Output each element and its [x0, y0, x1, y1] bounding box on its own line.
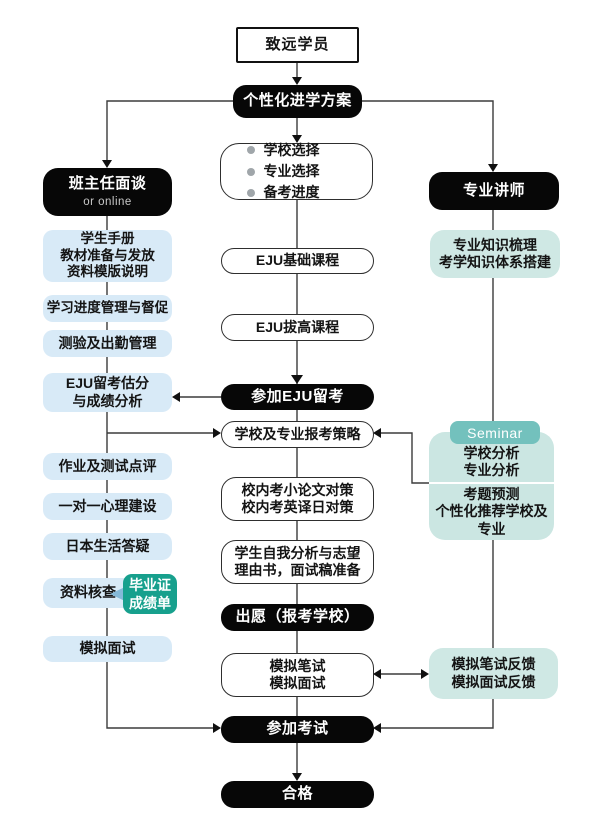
node-student-handbook: 学生手册 教材准备与发放 资料模版说明: [43, 230, 172, 282]
node-take-eju-exam: 参加EJU留考: [221, 384, 374, 410]
node-take-school-exam: 参加考试: [221, 716, 374, 743]
node-goals: 学校选择 专业选择 备考进度: [220, 141, 373, 201]
node-eju-advanced-course: EJU拔高课程: [221, 314, 374, 341]
node-homework-review: 作业及测试点评: [43, 453, 172, 480]
node-seminar-group: 学校分析 专业分析 考题预测 个性化推荐学校及 专业: [429, 432, 554, 540]
node-mock-feedback: 模拟笔试反馈 模拟面试反馈: [429, 648, 558, 699]
seminar-divider: [429, 482, 554, 484]
bullet-icon: [246, 188, 255, 197]
bullet-icon: [246, 146, 255, 155]
node-personal-plan: 个性化进学方案: [233, 85, 362, 118]
node-mock-interview: 模拟面试: [43, 636, 172, 662]
head-teacher-sublabel: or online: [83, 195, 132, 208]
node-test-attendance: 测验及出勤管理: [43, 330, 172, 357]
node-diploma-transcript-callout: 毕业证 成绩单: [123, 574, 177, 614]
node-school-exam-prep: 校内考小论文对策 校内考英译日对策: [221, 477, 374, 521]
node-japan-life-qa: 日本生活答疑: [43, 533, 172, 560]
seminar-tab: Seminar: [450, 421, 540, 444]
node-start: 致远学员: [236, 27, 359, 63]
node-eju-basic-course: EJU基础课程: [221, 248, 374, 274]
goal-label: 备考进度: [263, 184, 320, 201]
callout-pointer: [110, 587, 125, 601]
node-self-analysis-prep: 学生自我分析与志望 理由书，面试稿准备: [221, 540, 374, 584]
head-teacher-label: 班主任面谈: [68, 175, 147, 193]
node-lecturer-header: 专业讲师: [429, 172, 559, 210]
bullet-icon: [246, 167, 255, 176]
goal-school-choice: 学校选择: [246, 141, 347, 159]
goal-label: 学校选择: [263, 141, 320, 158]
goal-label: 专业选择: [263, 162, 320, 179]
node-application-strategy: 学校及专业报考策略: [221, 421, 374, 448]
node-knowledge-building: 专业知识梳理 考学知识体系搭建: [430, 230, 560, 278]
seminar-school-analysis: 学校分析 专业分析: [463, 444, 520, 478]
goal-exam-progress: 备考进度: [246, 184, 347, 201]
node-mock-written-interview: 模拟笔试 模拟面试: [221, 653, 374, 697]
node-application-submit: 出愿（报考学校）: [221, 604, 374, 631]
node-head-teacher-header: 班主任面谈 or online: [43, 168, 172, 216]
goal-major-choice: 专业选择: [246, 162, 347, 180]
node-progress-management: 学习进度管理与督促: [43, 295, 172, 322]
node-eju-score-analysis: EJU留考估分 与成绩分析: [43, 373, 172, 412]
node-psych-counseling: 一对一心理建设: [43, 493, 172, 520]
node-pass: 合格: [221, 781, 374, 808]
seminar-question-prediction: 考题预测 个性化推荐学校及 专业: [435, 486, 548, 537]
